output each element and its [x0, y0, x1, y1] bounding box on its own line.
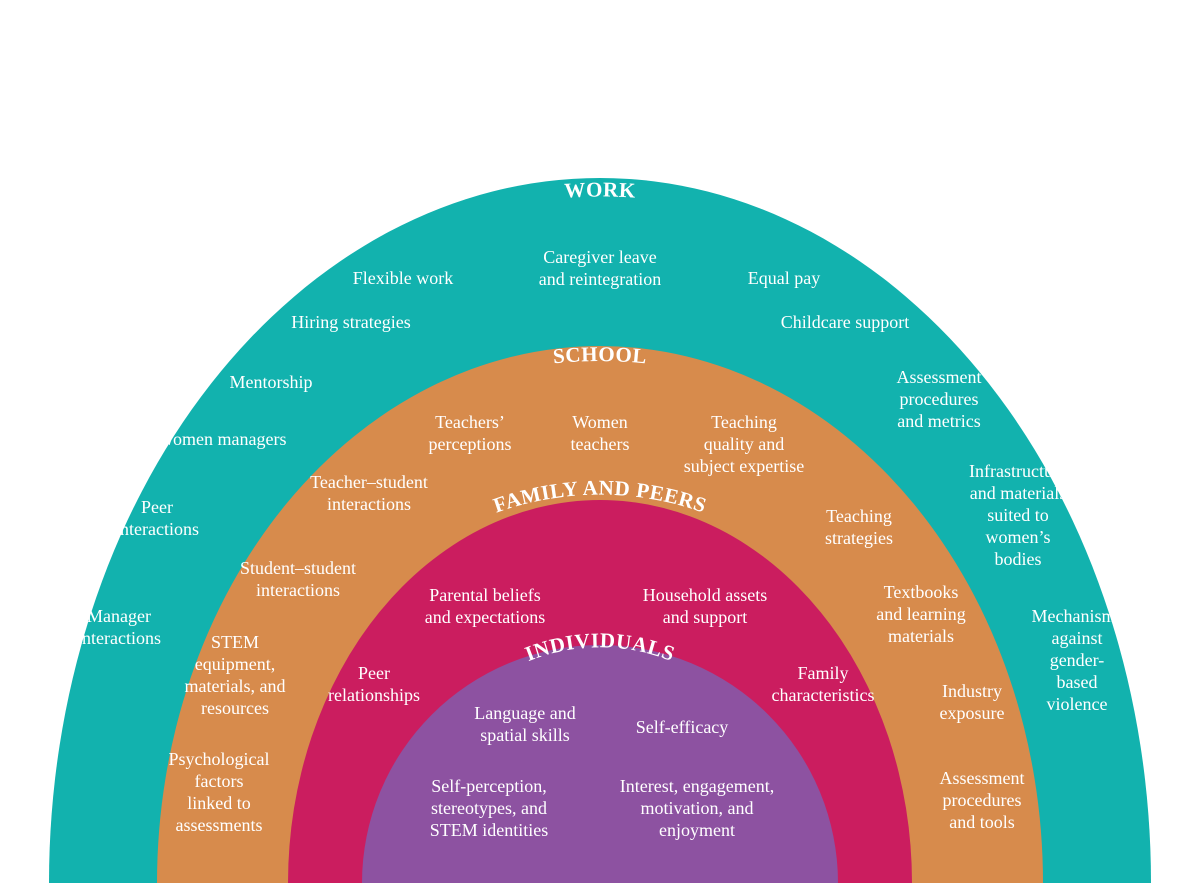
individuals-item: Self-perception, stereotypes, and STEM i… [429, 776, 549, 840]
school-item: Teacher–student interactions [310, 472, 428, 514]
individuals-item: Self-efficacy [635, 717, 729, 737]
work-item: Mechanisms against gender- based violenc… [1031, 606, 1123, 714]
society-item: Legislation and policies [284, 141, 372, 183]
ring-title-work: WORK [564, 177, 637, 202]
society-item: Gender equality [1021, 290, 1079, 332]
work-item: Infrastructure and materials suited to w… [969, 461, 1067, 569]
work-item: Assessment procedures and metrics [896, 367, 982, 431]
ring-title-school: SCHOOL [552, 342, 648, 368]
school-item: Teaching strategies [825, 506, 893, 548]
society-item: Sex-disaggregated data for policymaking [634, 69, 794, 111]
work-item: Manager interactions [77, 606, 161, 648]
work-item: Childcare support [780, 312, 910, 332]
society-item: Mass and social media [438, 69, 530, 111]
work-item: Women managers [157, 429, 287, 449]
family-item: Family characteristics [771, 663, 875, 705]
school-item: Textbooks and learning materials [876, 582, 966, 646]
society-item: Equal pay legislation [116, 290, 192, 332]
work-item: Flexible work [352, 268, 454, 288]
family-item: Parental beliefs and expectations [424, 585, 546, 627]
family-item: Peer relationships [328, 663, 420, 705]
school-item: Women teachers [570, 412, 630, 454]
work-item: Equal pay [747, 268, 821, 288]
school-item: Psychological factors linked to assessme… [168, 749, 270, 835]
society-item: Role models [952, 211, 1004, 253]
individuals-item: Language and spatial skills [474, 703, 576, 745]
work-item: Caregiver leave and reintegration [538, 247, 662, 289]
family-item: Household assets and support [642, 585, 768, 627]
school-item: Assessment procedures and tools [939, 768, 1025, 832]
ring-title-society: SOCIETY [550, 2, 650, 28]
work-item: Mentorship [229, 372, 313, 392]
school-item: STEM equipment, materials, and resources [184, 632, 286, 718]
school-item: Industry exposure [939, 681, 1005, 723]
work-item: Hiring strategies [291, 312, 411, 332]
society-item: Gender-equality policies [168, 211, 286, 253]
society-item: Societal and cultural norms [808, 141, 914, 183]
work-item: Peer interactions [115, 497, 199, 539]
school-item: Teaching quality and subject expertise [683, 412, 805, 476]
school-item: Teachers’ perceptions [428, 412, 512, 454]
individuals-item: Interest, engagement, motivation, and en… [619, 776, 775, 840]
school-item: Student–student interactions [240, 558, 356, 600]
ring-individuals [362, 645, 838, 883]
